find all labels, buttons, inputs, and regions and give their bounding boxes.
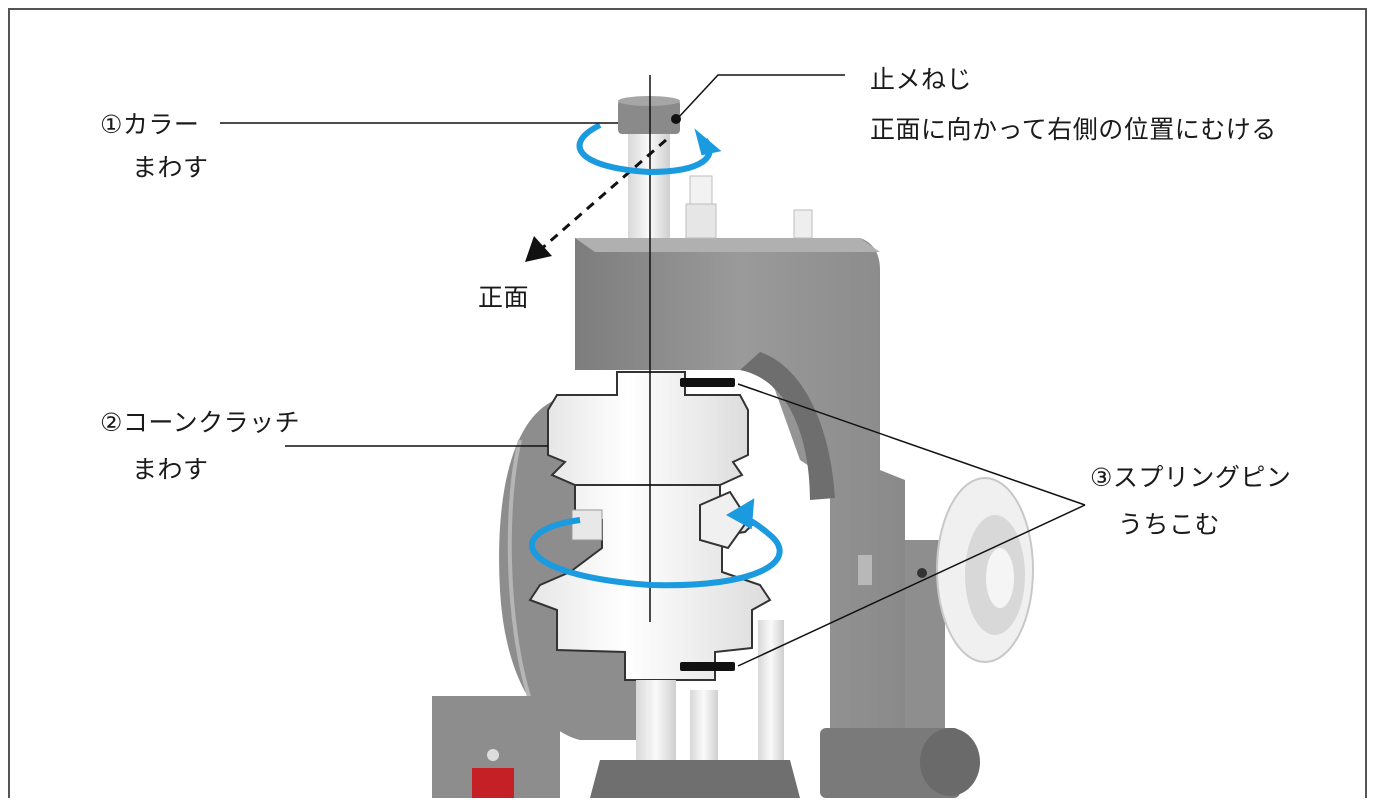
rotation-arrow-icon <box>528 498 783 589</box>
cone-clutch-action: まわす <box>132 455 209 484</box>
set-screw-instruction: 正面に向かって右側の位置にむける <box>870 115 1277 144</box>
spring-pin-label: ③スプリングピン <box>1090 463 1292 492</box>
collar-action: まわす <box>132 153 209 182</box>
direction-arrow-icon <box>525 138 667 262</box>
front-label: 正面 <box>478 283 530 312</box>
main-frame <box>575 238 945 798</box>
spring-pin-action: うちこむ <box>1118 510 1221 539</box>
cone-clutch-label: ②コーンクラッチ <box>100 408 301 437</box>
border <box>8 8 1367 802</box>
shaft <box>618 96 681 238</box>
collar-label: ①カラー <box>100 110 200 139</box>
leader-lines <box>220 74 1086 667</box>
lower-right-roller <box>820 728 980 798</box>
right-pulley <box>858 477 1034 663</box>
lower-shafts <box>590 620 800 798</box>
top-bolts <box>685 175 813 239</box>
set-screw-label: 止メねじ <box>870 65 973 94</box>
lower-left-body <box>432 696 560 798</box>
rotation-arrow-icon <box>576 122 722 176</box>
